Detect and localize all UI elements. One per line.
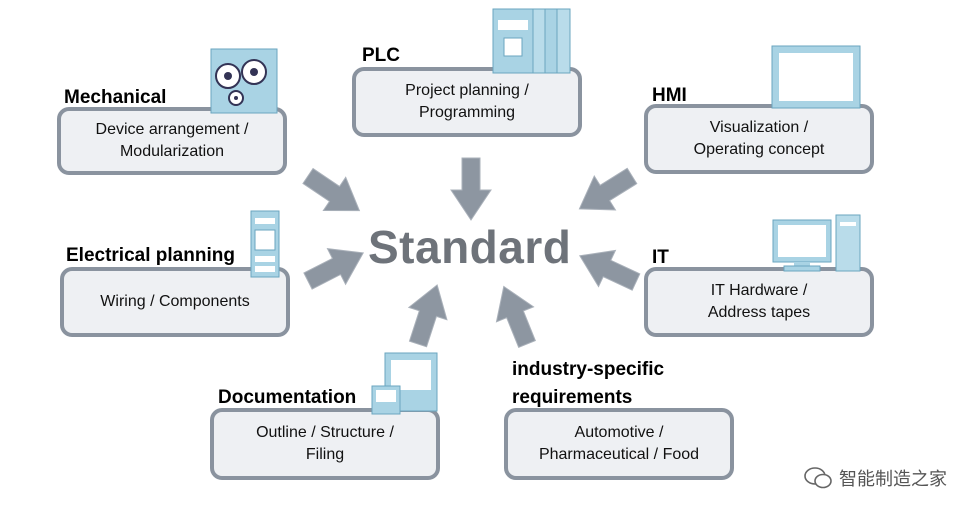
electrical-title: Electrical planning — [66, 245, 235, 266]
mechanical-title: Mechanical — [64, 87, 167, 108]
it-box: IT Hardware / Address tapes — [644, 267, 874, 337]
plc-line2: Programming — [418, 104, 516, 121]
plc-line1: Project planning / — [405, 82, 529, 99]
plc-box: Project planning / Programming — [352, 67, 582, 137]
computer-icon — [772, 214, 861, 272]
industry-line1: Automotive / — [574, 424, 664, 441]
industry-title-line2: requirements — [512, 387, 633, 408]
mechanical-line2: Modularization — [119, 143, 225, 160]
hmi-line2: Operating concept — [693, 141, 825, 158]
documentation-line2: Filing — [305, 446, 345, 463]
it-line2: Address tapes — [707, 304, 811, 321]
hmi-panel-icon — [771, 45, 861, 109]
documentation-line1: Outline / Structure / — [256, 424, 394, 441]
electrical-line1: Wiring / Components — [100, 293, 250, 310]
watermark-text: 智能制造之家 — [839, 469, 947, 489]
documentation-title: Documentation — [218, 387, 357, 408]
industry-line2: Pharmaceutical / Food — [538, 446, 700, 463]
arrow-from-electrical — [298, 234, 373, 300]
hmi-title: HMI — [652, 85, 687, 106]
it-title: IT — [652, 247, 669, 268]
watermark: 智能制造之家 — [803, 465, 947, 491]
arrow-from-it — [570, 237, 645, 301]
arrow-from-plc — [450, 157, 492, 221]
arrow-from-documentation — [398, 278, 457, 351]
mechanical-box: Device arrangement / Modularization — [57, 107, 287, 175]
gears-icon — [210, 48, 278, 114]
industry-box: Automotive / Pharmaceutical / Food — [504, 408, 734, 480]
hmi-box: Visualization / Operating concept — [644, 104, 874, 174]
wechat-icon — [804, 467, 832, 489]
documentation-box: Outline / Structure / Filing — [210, 408, 440, 480]
arrow-from-hmi — [568, 158, 644, 227]
plc-module-icon — [492, 8, 571, 74]
arrow-from-mechanical — [296, 158, 372, 228]
industry-title-line1: industry-specific — [512, 359, 665, 380]
center-label: Standard — [368, 221, 572, 273]
arrow-from-industry — [484, 278, 547, 352]
it-line1: IT Hardware / — [710, 282, 808, 299]
hmi-line1: Visualization / — [709, 119, 809, 136]
plc-title: PLC — [362, 45, 400, 66]
mechanical-line1: Device arrangement / — [95, 121, 249, 138]
manual-book-icon — [371, 352, 438, 415]
electrical-box: Wiring / Components — [60, 267, 290, 337]
terminal-block-icon — [250, 210, 280, 278]
